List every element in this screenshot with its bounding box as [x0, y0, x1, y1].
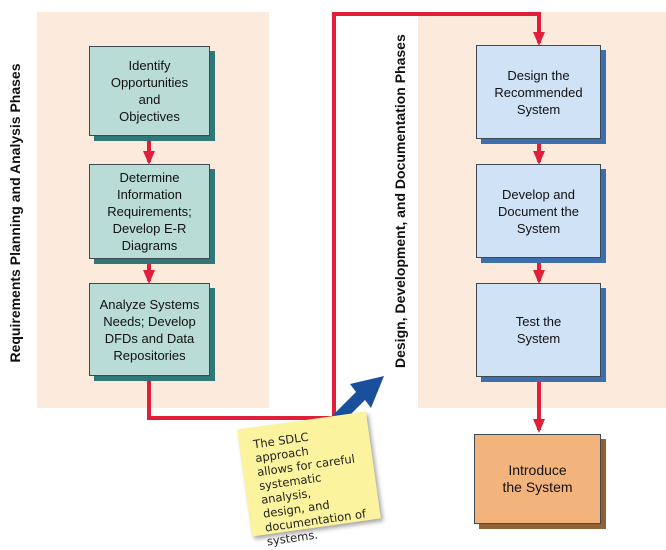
step-label: Develop and Document the System — [498, 186, 579, 236]
step-design-system: Design the Recommended System — [476, 45, 601, 139]
step-identify-opportunities: Identify Opportunities and Objectives — [89, 46, 210, 136]
sticky-note: The SDLC approach allows for careful sys… — [237, 411, 381, 548]
step-label: Determine Information Requirements; Deve… — [107, 170, 192, 253]
step-test-system: Test the System — [476, 283, 601, 377]
step-label: Design the Recommended System — [494, 67, 583, 117]
phase-connector — [147, 12, 545, 420]
step-label: Identify Opportunities and Objectives — [110, 58, 189, 124]
step-analyze-systems-needs: Analyze Systems Needs; Develop DFDs and … — [89, 283, 210, 376]
step-label: Analyze Systems Needs; Develop DFDs and … — [99, 296, 200, 363]
step-determine-requirements: Determine Information Requirements; Deve… — [89, 164, 210, 259]
step-develop-document: Develop and Document the System — [476, 164, 601, 258]
step-label: Introduce the System — [502, 462, 573, 495]
step-introduce-system: Introduce the System — [474, 434, 601, 524]
step-label: Test the System — [515, 314, 562, 346]
